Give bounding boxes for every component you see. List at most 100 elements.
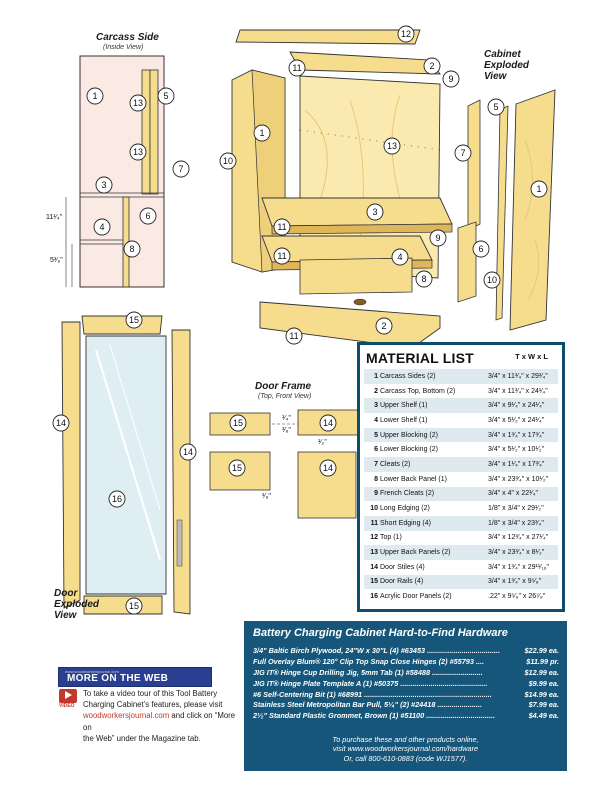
svg-text:11: 11 [292,63,301,73]
svg-text:15: 15 [233,418,243,428]
material-list-title: MATERIAL LIST [366,350,474,366]
carcass-top-piece [289,51,441,75]
material-size: 3/4" x 23³⁄₄" x 10¹⁄₂" [488,475,549,483]
carcass-side-subtitle: (Inside View) [103,44,143,51]
hardware-footer-line2[interactable]: visit www.woodworkersjournal.com/hardwar… [332,744,479,754]
svg-text:8: 8 [421,274,426,284]
callout-13b: 13 [129,143,147,161]
hardware-item: JIG IT® Hinge Plate Template A (1) #5037… [253,679,559,690]
svg-text:14: 14 [183,447,193,457]
callout-15b: 15 [125,597,143,615]
callout-7: 7 [172,160,190,178]
material-num: 12 [370,534,378,542]
svg-text:7: 7 [460,148,465,158]
callout-9a: 9 [442,70,460,88]
callout-1: 1 [86,87,104,105]
callout-13: 13 [383,137,401,155]
callout-8: 8 [415,270,433,288]
material-size: 1/8" x 3/4" x 23³⁄₄" [488,519,544,527]
material-num: 9 [374,490,378,498]
material-num: 15 [370,578,378,586]
material-size: 3/4" x 5¹⁄₂" x 10¹⁄₂" [488,446,545,454]
callout-15d: 15 [228,459,246,477]
svg-text:10: 10 [223,156,233,166]
more-on-the-web-logo[interactable]: www.woodworkersjournal.com MORE ON THE W… [58,667,212,687]
material-name: Short Edging (4) [380,519,431,527]
svg-text:10: 10 [487,275,497,285]
callout-5: 5 [487,98,505,116]
door-frame-diagram: Door Frame (Top, Front View) ¹⁄₄" ³⁄₈" ¹… [209,381,359,519]
material-size: 1/8" x 3/4" x 29¹⁄₂" [488,505,544,513]
svg-text:11: 11 [277,251,286,261]
material-size: 3/4" x 11³⁄₄" x 24¹⁄₄" [488,387,548,395]
material-name: Acrylic Door Panels (2) [380,593,452,601]
svg-text:15: 15 [232,463,242,473]
svg-text:1: 1 [92,91,97,101]
hardware-desc: Full Overlay Blum® 120° Clip Top Snap Cl… [253,656,485,666]
cabinet-title-2: Exploded [484,60,530,71]
hardware-desc: 2¹⁄₂" Standard Plastic Grommet, Brown (1… [253,711,496,721]
callout-15c: 15 [229,414,247,432]
hardware-items: 3/4" Baltic Birch Plywood, 24"W x 30"L (… [253,646,559,722]
callout-11b: 11 [273,218,291,236]
top-piece [235,29,421,45]
callout-14b: 14 [179,443,197,461]
material-num: 1 [374,372,378,380]
callout-3: 3 [95,176,113,194]
material-num: 14 [370,563,378,571]
material-name: French Cleats (2) [380,490,435,498]
svg-text:8: 8 [129,244,134,254]
video-play-icon[interactable] [59,689,77,703]
long-edging [495,105,509,321]
svg-text:4: 4 [99,222,104,232]
carcass-side-diagram: Carcass Side (Inside View) 11¹⁄₄" 5³⁄₈" … [46,32,190,288]
callout-11c: 11 [273,247,291,265]
svg-text:2: 2 [381,321,386,331]
left-stile [61,321,81,609]
svg-text:16: 16 [112,494,122,504]
hardware-price: $22.99 ea. [524,646,560,655]
material-name: Lower Blocking (2) [380,446,438,454]
acrylic-panel [85,335,167,595]
callout-14c: 14 [319,414,337,432]
svg-text:13: 13 [387,141,397,151]
svg-text:11: 11 [277,222,286,232]
callout-13: 13 [129,94,147,112]
material-num: 4 [374,416,378,424]
material-num: 7 [374,460,378,468]
callout-6: 6 [472,240,490,258]
web-link[interactable]: woodworkersjournal.com [83,711,170,721]
svg-text:1: 1 [536,184,541,194]
material-size: .22" x 9⁵⁄₈" x 26⁷⁄₈" [488,593,546,601]
svg-text:1: 1 [259,128,264,138]
callout-4: 4 [93,218,111,236]
callout-5: 5 [157,87,175,105]
cleat-strip [141,69,151,195]
hardware-desc: JIG IT® Hinge Cup Drilling Jig, 5mm Tab … [253,667,483,677]
svg-text:13: 13 [133,98,143,108]
callout-16: 16 [108,490,126,508]
material-num: 8 [374,475,378,483]
hardware-item: JIG IT® Hinge Cup Drilling Jig, 5mm Tab … [253,668,559,679]
hardware-item: 2¹⁄₂" Standard Plastic Grommet, Brown (1… [253,711,559,722]
svg-text:4: 4 [397,252,402,262]
logo-title: MORE ON THE WEB [67,673,169,684]
hardware-box: Battery Charging Cabinet Hard-to-Find Ha… [244,621,567,771]
material-name: Long Edging (2) [380,505,430,513]
hardware-price: $7.99 ea. [528,700,559,710]
material-name: Upper Back Panels (2) [380,549,451,557]
svg-text:11: 11 [289,331,298,341]
material-size: 3/4" x 1³⁄₄" x 17³⁄₄" [488,431,545,439]
hardware-price: $14.99 ea. [524,689,560,699]
web-text-4: the Web” under the Magazine tab. [83,733,201,743]
cabinet-exploded-diagram: Cabinet Exploded View 12 11 2 9 5 1 13 7… [219,25,556,349]
